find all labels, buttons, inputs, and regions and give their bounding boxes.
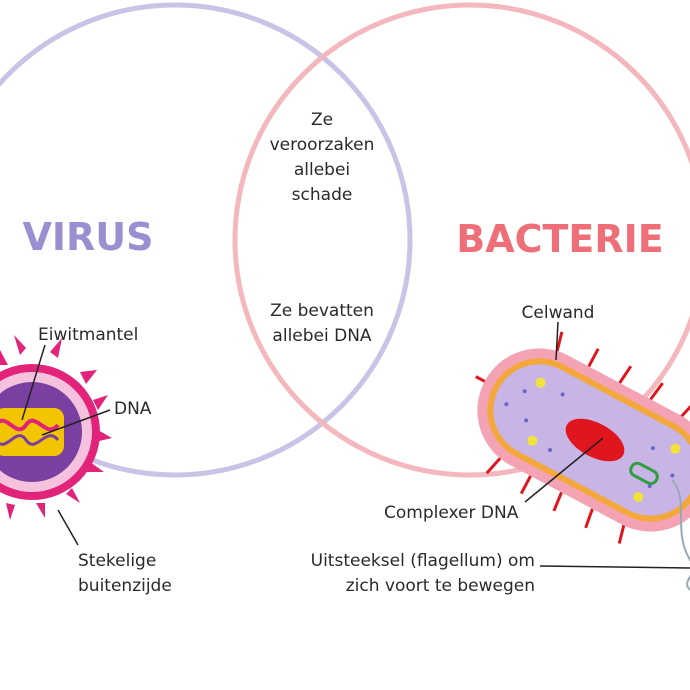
bacterie-title: BACTERIE — [456, 217, 664, 261]
bacterie-illustration — [475, 331, 690, 544]
bacterie-dna — [565, 418, 625, 462]
svg-text:veroorzaken: veroorzaken — [270, 135, 375, 155]
virus-dna-coil — [0, 408, 64, 456]
virus-spikes — [0, 335, 112, 520]
overlap-text-dna: Ze bevatten allebei DNA — [270, 301, 374, 346]
bacterie-circle — [232, 2, 690, 478]
bacterie-ribosomes — [504, 389, 675, 489]
svg-text:Ze bevatten: Ze bevatten — [270, 301, 374, 321]
virus-circle — [0, 2, 413, 478]
svg-text:Ze: Ze — [311, 110, 333, 130]
label-flagellum-1: Uitsteeksel (flagellum) om — [311, 551, 535, 571]
label-flagellum-2: zich voort te bewegen — [346, 576, 535, 596]
label-celwand: Celwand — [522, 303, 595, 323]
svg-text:schade: schade — [292, 185, 353, 205]
label-stekelig-2: buitenzijde — [78, 576, 172, 596]
bacterie-plasmid — [629, 461, 659, 486]
virus-title: VIRUS — [22, 215, 153, 259]
svg-text:allebei DNA: allebei DNA — [272, 326, 372, 346]
label-complexer-dna: Complexer DNA — [384, 503, 519, 523]
svg-text:allebei: allebei — [294, 160, 350, 180]
bacterie-granules — [527, 377, 681, 503]
overlap-text-damage: Ze veroorzaken allebei schade — [270, 110, 375, 205]
label-eiwitmantel: Eiwitmantel — [38, 325, 138, 345]
label-virus-dna: DNA — [114, 399, 152, 419]
label-stekelig-1: Stekelige — [78, 551, 156, 571]
virus-illustration — [0, 335, 112, 546]
bacterie-hairs — [475, 331, 690, 544]
